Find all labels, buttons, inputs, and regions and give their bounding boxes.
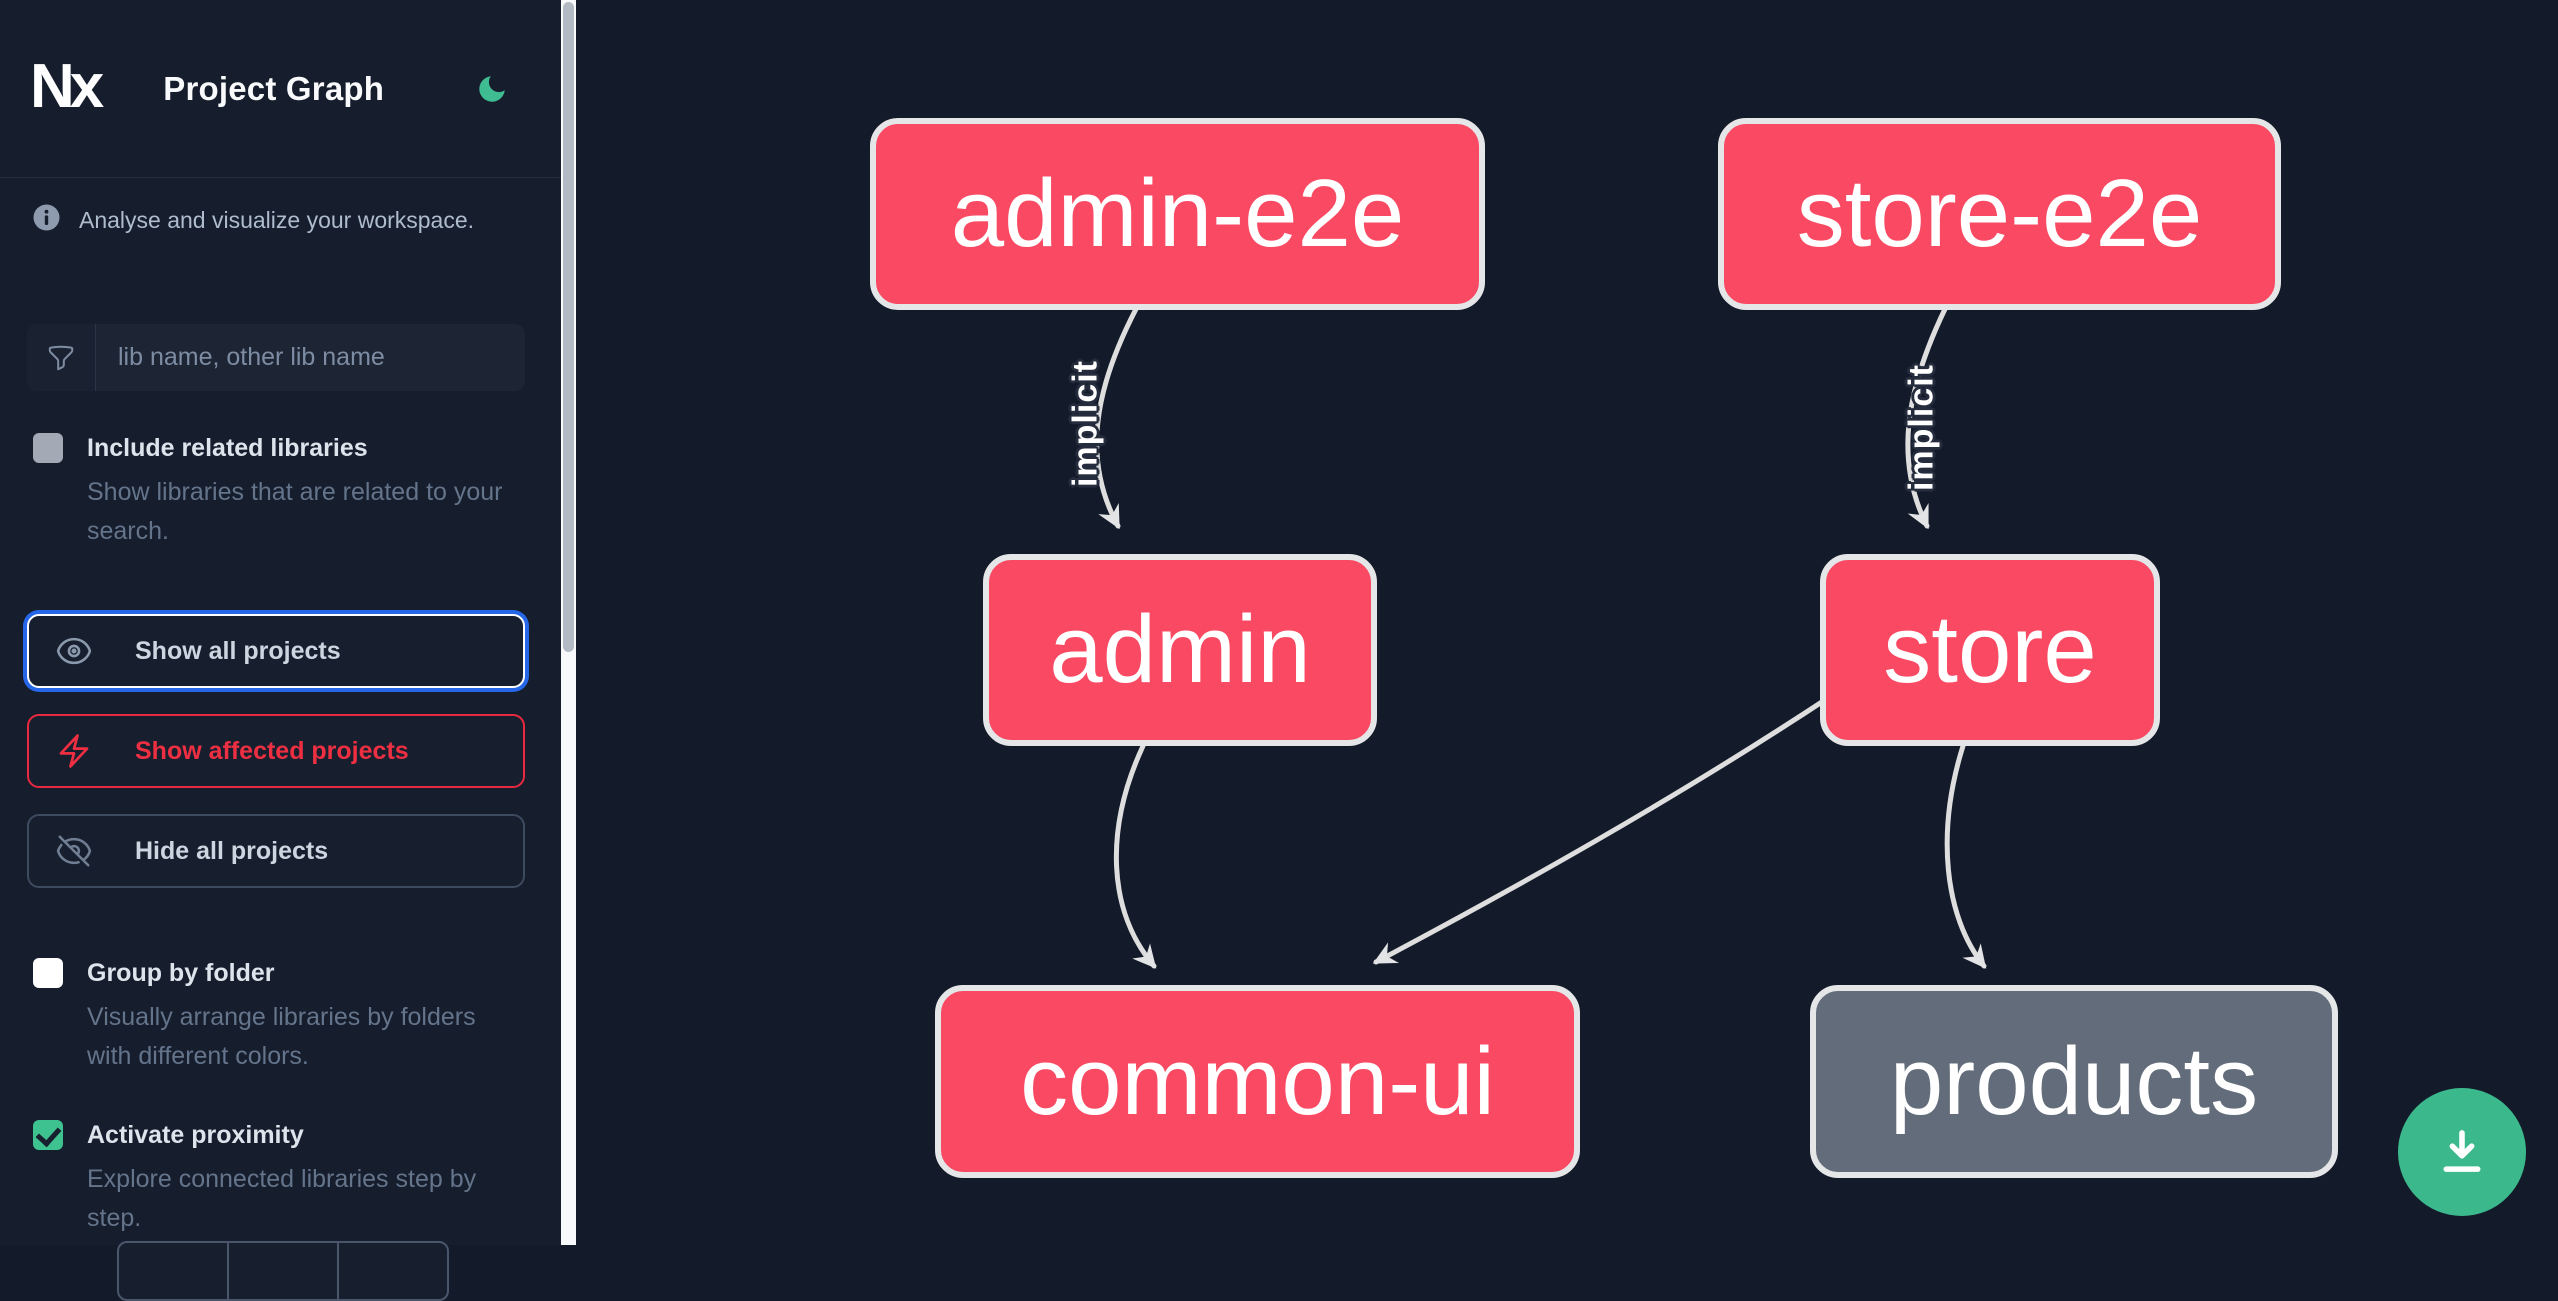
option-label: Include related libraries [87,433,368,462]
option-group-by-folder: Group by folder Visually arrange librari… [0,958,561,1076]
bolt-icon [55,732,93,770]
edge-label-implicit: implicit [1066,359,1105,488]
option-include-related: Include related libraries Show libraries… [0,433,561,551]
download-graph-button[interactable] [2398,1088,2526,1216]
proximity-stepper-partial[interactable] [117,1241,449,1301]
hide-all-projects-button[interactable]: Hide all projects [27,814,525,888]
eye-icon [55,632,93,670]
sidebar-header: Nx Project Graph [0,0,561,178]
edge-admin-e2e-to-admin [1094,306,1139,530]
node-products[interactable]: products [1810,985,2338,1178]
option-activate-proximity: Activate proximity Explore connected lib… [0,1120,561,1238]
option-description: Show libraries that are related to your … [87,478,503,545]
edge-label-implicit: implicit [1902,363,1941,492]
include-related-checkbox[interactable] [33,433,63,463]
option-description: Visually arrange libraries by folders wi… [87,1003,476,1070]
download-icon [2433,1122,2491,1183]
edge-store-to-products [1944,743,1987,969]
info-icon [33,204,60,236]
edge-store-to-common-ui [1372,691,1837,965]
edge-store-e2e-to-store [1905,306,1948,530]
button-label: Show all projects [135,636,341,665]
info-text: Analyse and visualize your workspace. [79,206,475,233]
button-label: Hide all projects [135,836,329,865]
option-label: Group by folder [87,958,275,987]
group-by-folder-checkbox[interactable] [33,958,63,988]
node-admin-e2e[interactable]: admin-e2e [870,118,1485,310]
project-actions: Show all projects Show affected projects… [0,614,561,888]
funnel-icon [27,324,96,391]
edge-admin-to-common-ui [1113,743,1157,969]
option-description: Explore connected libraries step by step… [87,1165,477,1232]
nx-logo: Nx [30,51,104,121]
search-input[interactable] [96,324,525,391]
node-store[interactable]: store [1820,554,2160,746]
node-admin[interactable]: admin [983,554,1377,746]
sidebar-scrollbar-thumb[interactable] [563,2,574,652]
nx-project-graph-app: { "header": { "logo_text": "Nx", "title"… [0,0,2558,1245]
page-title: Project Graph [163,69,385,107]
project-filter [27,324,525,391]
sidebar-scrollbar[interactable] [561,0,576,1245]
sidebar: Nx Project Graph Analyse and visualize y… [0,0,561,1301]
node-common-ui[interactable]: common-ui [935,985,1580,1178]
dependency-edges [1094,306,1987,969]
node-store-e2e[interactable]: store-e2e [1718,118,2281,310]
dark-mode-moon-icon[interactable] [475,72,509,106]
option-label: Activate proximity [87,1120,304,1149]
activate-proximity-checkbox[interactable] [33,1120,63,1150]
show-all-projects-button[interactable]: Show all projects [27,614,525,688]
workspace-info: Analyse and visualize your workspace. [0,204,561,236]
graph-canvas[interactable]: implicit implicit admin-e2e store-e2e ad… [576,0,2558,1245]
eye-slash-icon [55,832,93,870]
show-affected-projects-button[interactable]: Show affected projects [27,714,525,788]
button-label: Show affected projects [135,736,409,765]
